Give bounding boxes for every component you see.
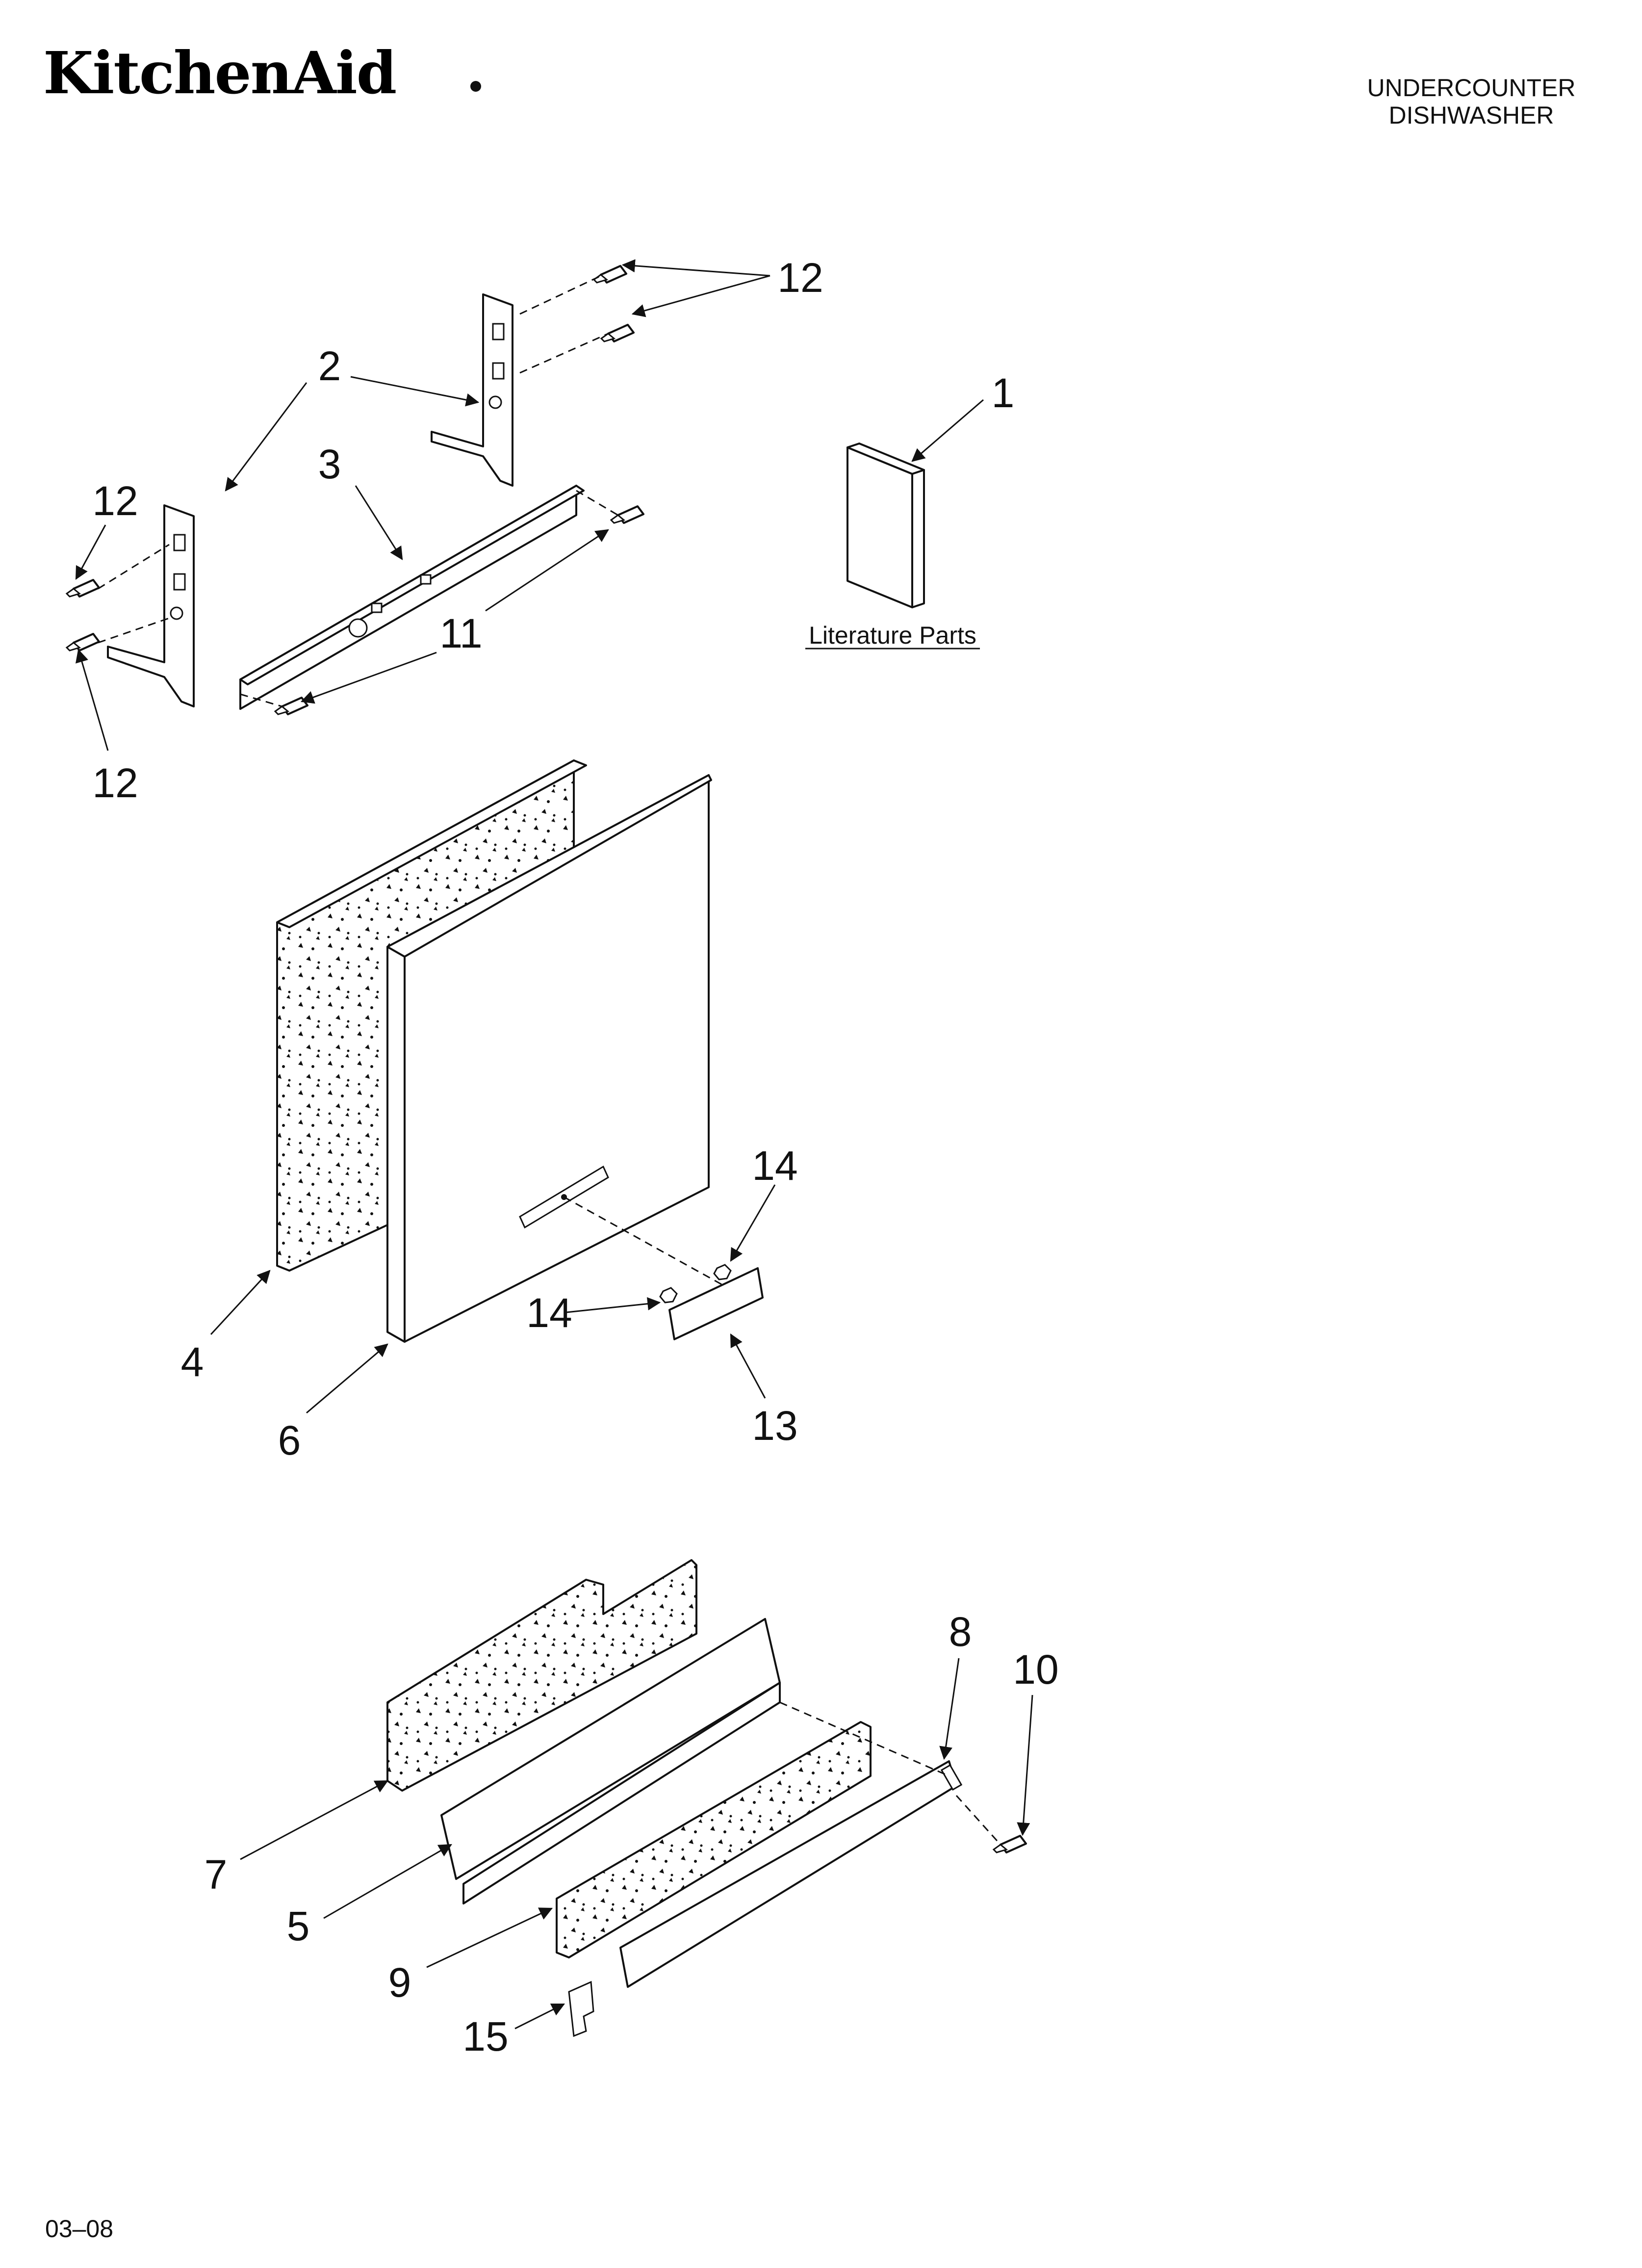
toe-kick-clip [568, 1981, 594, 2037]
header-title-line1: UNDERCOUNTER [1367, 74, 1576, 102]
callout-7: 7 [205, 1851, 228, 1898]
door-panel [386, 774, 712, 1343]
callout-14-upper: 14 [752, 1143, 797, 1189]
door-bracket-left [107, 504, 195, 707]
door-handle [668, 1267, 764, 1340]
callout-2: 2 [318, 343, 341, 389]
screw-icon [65, 579, 100, 598]
screw-icon [600, 324, 635, 342]
callout-11: 11 [439, 610, 482, 656]
screw-icon [65, 633, 100, 652]
callout-10: 10 [1013, 1646, 1058, 1693]
callout-1: 1 [992, 370, 1015, 416]
callout-13: 13 [752, 1403, 797, 1449]
callout-5: 5 [287, 1903, 310, 1949]
callout-3: 3 [318, 441, 341, 487]
screw-icon [592, 265, 627, 284]
toe-kick-panel [440, 1618, 781, 1904]
literature-parts-booklet [847, 443, 925, 608]
callout-8: 8 [949, 1609, 972, 1655]
callout-12-top: 12 [777, 255, 823, 301]
literature-parts-caption: Literature Parts [809, 622, 976, 649]
callout-15: 15 [462, 2013, 508, 2059]
toe-kick-insulation-upper [386, 1559, 697, 1792]
registered-mark [470, 81, 481, 92]
toe-kick-extension [619, 1760, 963, 1988]
callout-14-lower: 14 [526, 1290, 572, 1336]
leader-lines [75, 259, 1033, 2030]
callout-12-left-lower: 12 [92, 760, 138, 806]
handle-nut-icon [713, 1264, 732, 1280]
footer-date-code: 03–08 [45, 2215, 113, 2242]
door-bracket-right [431, 293, 513, 487]
screw-icon [992, 1835, 1027, 1853]
header-title-line2: DISHWASHER [1388, 102, 1554, 129]
callout-12-left-upper: 12 [92, 478, 138, 524]
callout-6: 6 [278, 1417, 301, 1463]
callout-9: 9 [388, 1959, 411, 2006]
handle-nut-icon [659, 1287, 678, 1303]
door-brace [239, 485, 585, 710]
brand-logo: KitchenAid [43, 39, 396, 107]
toe-kick-insulation-lower [556, 1721, 872, 1958]
callout-4: 4 [181, 1339, 204, 1385]
screw-icon [610, 505, 644, 524]
